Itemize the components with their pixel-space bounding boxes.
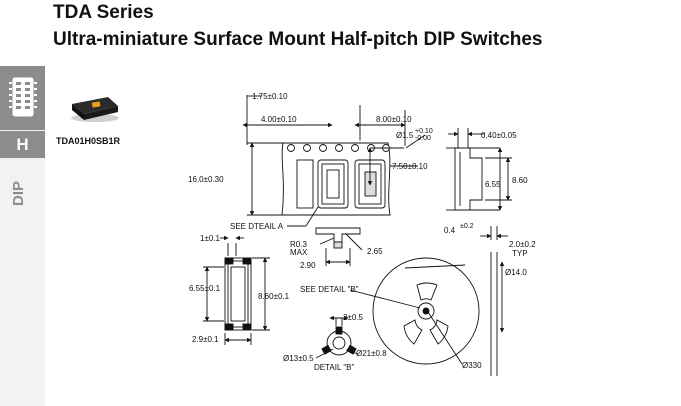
dim-140: Ø14.0: [505, 268, 527, 277]
tape-drawing: [242, 95, 426, 227]
see-detail-b: SEE DETAIL "B": [300, 285, 359, 294]
dim-2-65: 2.65: [367, 247, 383, 256]
dim-13: Ø13±0.5: [283, 354, 314, 363]
dim-6-55: 6.55: [485, 180, 501, 189]
page-subtitle: Ultra-miniature Surface Mount Half-pitch…: [53, 29, 543, 50]
dim-4-00: 4.00±0.10: [261, 115, 297, 124]
dim-29: 2.9±0.1: [192, 335, 219, 344]
see-detail-a: SEE DTEAIL A: [230, 222, 284, 231]
dim-r03: R0.3: [290, 240, 307, 249]
dim-tol-plus: +0.10: [415, 128, 433, 135]
part-number: TDA01H0SB1R: [56, 136, 121, 146]
dim-2-90: 2.90: [300, 261, 316, 270]
dim-16-0: 16.0±0.30: [188, 175, 224, 184]
chip-icon: [9, 77, 37, 117]
product-photo: [71, 97, 119, 122]
dim-04: 0.4: [444, 226, 456, 235]
sidebar-h-tab[interactable]: H: [0, 131, 45, 158]
part-drawing: [203, 235, 270, 345]
dim-20: 2.0±0.2: [509, 240, 536, 249]
dim-1: 1±0.1: [200, 234, 221, 243]
dim-8-00: 8.00±0.10: [376, 115, 412, 124]
dim-2: 2±0.5: [343, 313, 364, 322]
dim-0-40: 0.40±0.05: [481, 131, 517, 140]
dim-655: 6.55±0.1: [189, 284, 221, 293]
side-view-drawing: [446, 128, 512, 211]
series-title: TDA Series: [53, 2, 154, 23]
dim-21: Ø21±0.8: [356, 349, 387, 358]
dim-8-60: 8.60: [512, 176, 528, 185]
dim-tol-minus: -0.00: [415, 135, 431, 142]
dim-860: 8.60±0.1: [258, 292, 290, 301]
dim-1-75: 1.75±0.10: [252, 92, 288, 101]
dim-7-50: 7.50±0.10: [392, 162, 428, 171]
sidebar-chip-tab: [0, 66, 45, 130]
dim-04-tol: ±0.2: [460, 223, 474, 230]
dim-330: Ø330: [462, 361, 482, 370]
detail-b-drawing: [315, 315, 359, 359]
detail-a-drawing: [315, 227, 363, 266]
dim-max: MAX: [290, 248, 308, 257]
detail-b-label: DETAIL "B": [314, 363, 355, 372]
dim-typ: TYP: [512, 249, 528, 258]
reel-drawing: [349, 226, 508, 376]
dim-hole: Ø1.5: [396, 131, 414, 140]
